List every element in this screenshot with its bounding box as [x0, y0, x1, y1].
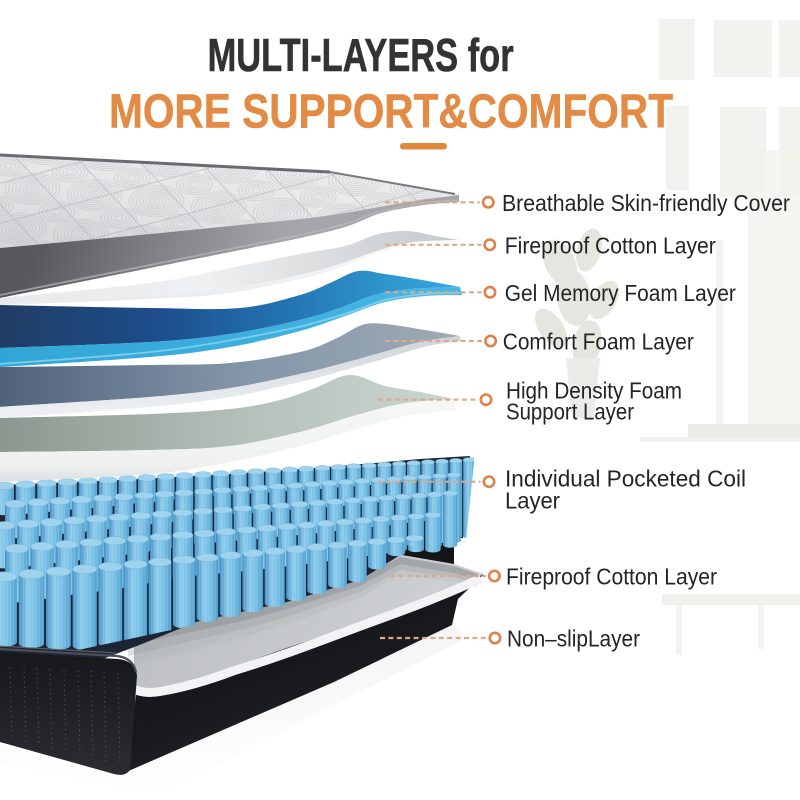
svg-text:Non–slipLayer: Non–slipLayer [507, 626, 640, 652]
svg-text:Layer: Layer [505, 488, 560, 514]
svg-text:Breathable Skin-friendly Cover: Breathable Skin-friendly Cover [502, 190, 790, 216]
svg-text:Fireproof Cotton Layer: Fireproof Cotton Layer [505, 232, 716, 258]
svg-text:MULTI-LAYERS for: MULTI-LAYERS for [208, 29, 514, 81]
svg-text:Individual Pocketed Coil: Individual Pocketed Coil [505, 466, 746, 492]
svg-text:Fireproof Cotton Layer: Fireproof Cotton Layer [506, 564, 717, 590]
svg-text:Comfort Foam Layer: Comfort Foam Layer [503, 329, 694, 355]
svg-text:High Density Foam: High Density Foam [506, 378, 682, 404]
svg-text:Support Layer: Support Layer [506, 399, 634, 425]
svg-text:MORE SUPPORT&COMFORT: MORE SUPPORT&COMFORT [109, 86, 673, 139]
svg-text:Gel Memory Foam Layer: Gel Memory Foam Layer [505, 280, 736, 306]
